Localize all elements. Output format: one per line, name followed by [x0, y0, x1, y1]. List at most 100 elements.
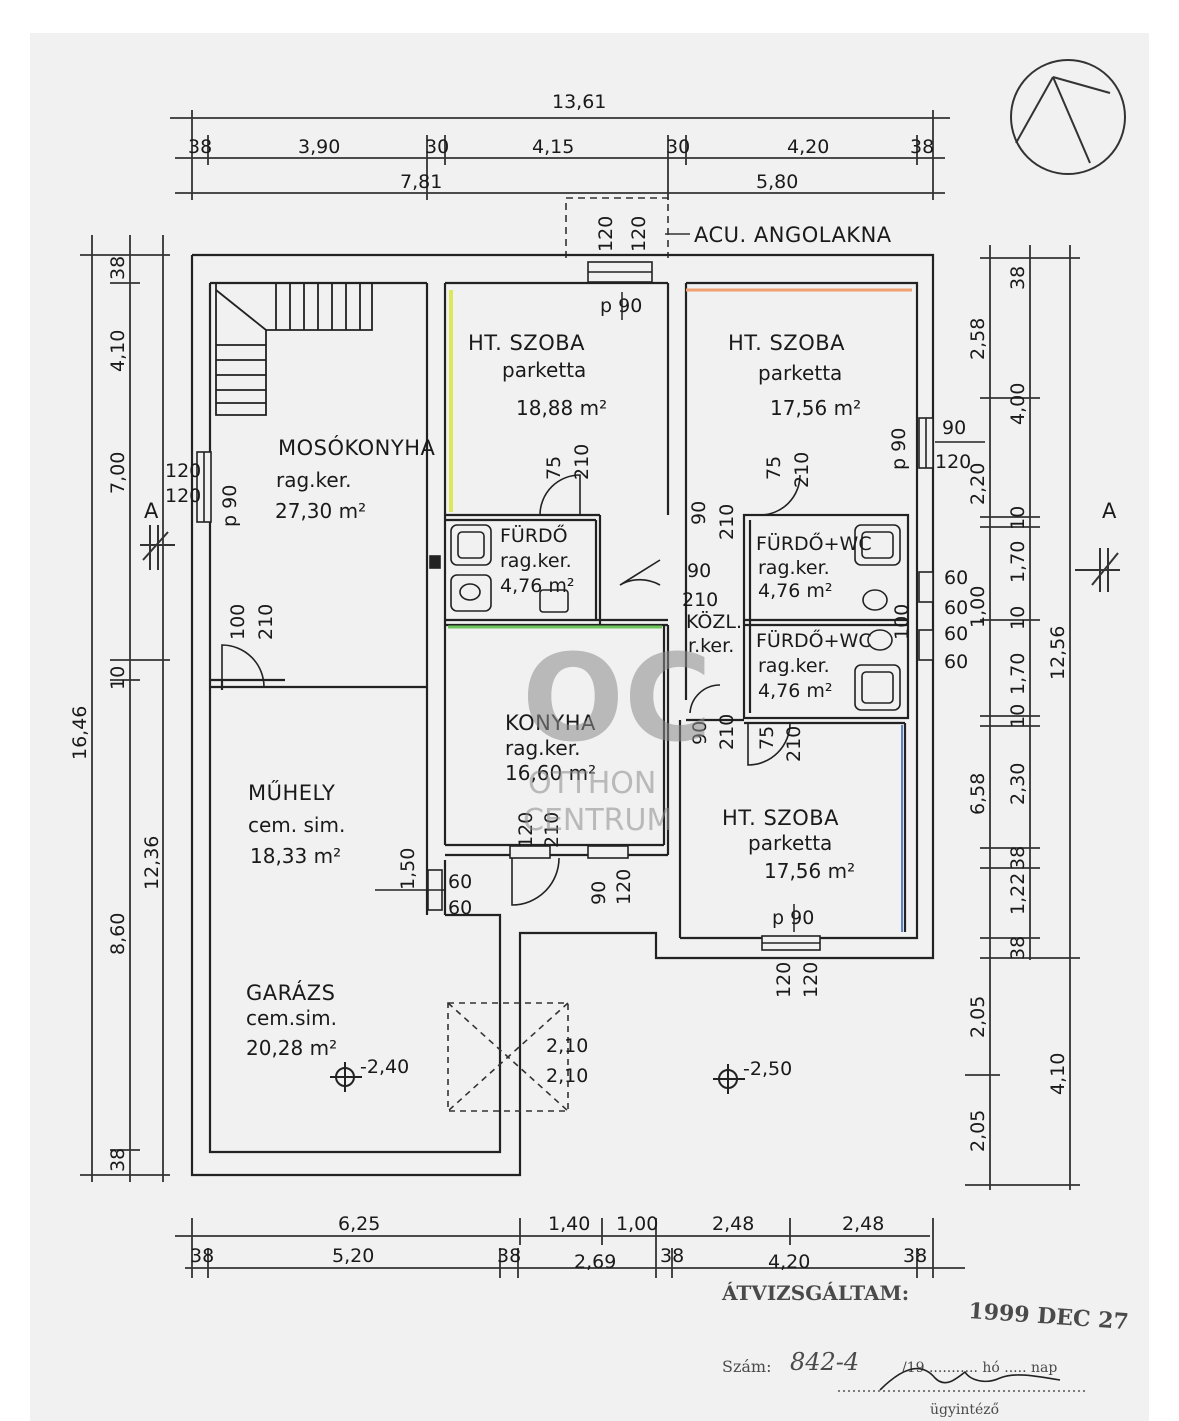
dim-inner: 210: [541, 812, 563, 848]
dim-inner: 60: [448, 871, 472, 893]
dim-right: 1,22: [1007, 873, 1029, 915]
signature: [879, 1367, 1061, 1391]
walls: [190, 253, 935, 1177]
dim-inner: 210: [791, 452, 813, 488]
dim-inner: 120: [935, 451, 971, 473]
dim-inner: 120: [613, 869, 635, 905]
dim-bottom: 1,00: [616, 1213, 658, 1235]
dim-right: 2,05: [967, 996, 989, 1038]
dim-top: 4,20: [787, 136, 829, 158]
dim-right: 4,00: [1007, 383, 1029, 425]
dim-left: 38: [107, 256, 129, 280]
dim-right: 2,30: [1007, 763, 1029, 805]
garage-ramp: [447, 1002, 569, 1112]
watermark-logo: OC OTTHON CENTRUM: [522, 630, 712, 838]
svg-text:OC: OC: [522, 630, 712, 769]
dim-inner: 210: [682, 589, 718, 611]
level-marker-yard-icon: [713, 1064, 745, 1094]
dim-inner: 60: [448, 897, 472, 919]
dim-right: 38: [1007, 846, 1029, 870]
dim-inner: 210: [571, 444, 593, 480]
north-arrow-icon: [1010, 59, 1126, 175]
dim-inner: p 90: [888, 428, 910, 470]
dim-top: 38: [188, 136, 212, 158]
dim-inner: 120: [515, 812, 537, 848]
section-marker-left: A: [144, 499, 159, 523]
room-area: 17,56 m²: [764, 859, 855, 883]
dim-inner: 90: [942, 417, 966, 439]
room-name: MŰHELY: [248, 780, 335, 805]
sanitary-fixtures: [429, 524, 901, 711]
dim-left: 38: [107, 1148, 129, 1172]
room-name: FÜRDŐ+WC: [756, 628, 872, 652]
dim-inner: 2,10: [546, 1035, 588, 1057]
light-well-label: ACU. ANGOLAKNA: [694, 223, 892, 247]
dim-top: 3,90: [298, 136, 340, 158]
room-floor: cem. sim.: [248, 813, 345, 837]
dim-inner: 90: [687, 560, 711, 582]
dim-right: 38: [1007, 266, 1029, 290]
room-area: 17,56 m²: [770, 396, 861, 420]
top-dimensions: [170, 110, 950, 200]
dim-right: 10: [1007, 606, 1029, 630]
room-floor: parketta: [502, 358, 586, 382]
room-area: 18,88 m²: [516, 396, 607, 420]
room-floor: rag.ker.: [758, 655, 830, 677]
dim-right: 10: [1007, 704, 1029, 728]
dim-top: 7,81: [400, 171, 442, 193]
dim-bottom: 38: [190, 1245, 214, 1267]
door-swings: [221, 474, 801, 906]
dim-top: 30: [425, 136, 449, 158]
dim-inner: 120: [800, 962, 822, 998]
stamp-title: ÁTVIZSGÁLTAM:: [721, 1281, 909, 1305]
svg-text:CENTRUM: CENTRUM: [523, 803, 672, 838]
dim-inner: 120: [165, 460, 201, 482]
dim-inner: p 90: [600, 295, 642, 317]
dim-inner: 60: [944, 567, 968, 589]
level-yard: -2,50: [743, 1058, 792, 1080]
section-arrow-left-icon: [140, 525, 175, 570]
room-floor: rag.ker.: [758, 557, 830, 579]
dim-inner: 1,50: [397, 848, 419, 890]
dim-bottom: 38: [660, 1245, 684, 1267]
dim-inner: 100: [227, 604, 249, 640]
room-area: 4,76 m²: [758, 680, 832, 702]
room-name: KONYHA: [505, 711, 596, 735]
dim-bottom: 2,69: [574, 1251, 616, 1273]
room-name: GARÁZS: [246, 980, 335, 1005]
dim-left: 12,36: [141, 836, 163, 890]
dim-right: 1,00: [967, 586, 989, 628]
dim-inner: 90: [689, 721, 711, 745]
room-area: 27,30 m²: [275, 499, 366, 523]
stamp-number-value: 842-4: [790, 1348, 859, 1376]
dim-inner: 75: [763, 456, 785, 480]
dim-right: 6,58: [967, 773, 989, 815]
room-floor: rag.ker.: [276, 468, 351, 492]
svg-text:OTTHON: OTTHON: [528, 766, 656, 801]
dim-bottom: 4,20: [768, 1251, 810, 1273]
room-name: FÜRDŐ: [500, 523, 568, 547]
section-marker-right: A: [1102, 499, 1117, 523]
dim-left: 8,60: [107, 913, 129, 955]
dim-right: 10: [1007, 506, 1029, 530]
room-floor: parketta: [748, 831, 832, 855]
room-floor: r.ker.: [688, 635, 734, 657]
dim-light-well: 120: [628, 216, 650, 252]
dim-top: 38: [910, 136, 934, 158]
stamp-date-fields: /19 ........... hó ..... nap: [902, 1360, 1057, 1376]
level-garage: -2,40: [360, 1056, 409, 1078]
dim-inner: 60: [944, 597, 968, 619]
dim-inner: 210: [716, 714, 738, 750]
dim-left: 7,00: [107, 452, 129, 494]
dim-inner: 60: [944, 623, 968, 645]
dim-right: 2,20: [967, 463, 989, 505]
dim-inner: 90: [688, 501, 710, 525]
room-area: 16,60 m²: [505, 761, 596, 785]
dim-inner: 120: [773, 962, 795, 998]
dim-left: 4,10: [107, 330, 129, 372]
dim-inner: p 90: [219, 485, 241, 527]
dim-inner: 60: [944, 651, 968, 673]
right-dimensions: [965, 245, 1080, 1190]
dim-bottom: 2,48: [842, 1213, 884, 1235]
